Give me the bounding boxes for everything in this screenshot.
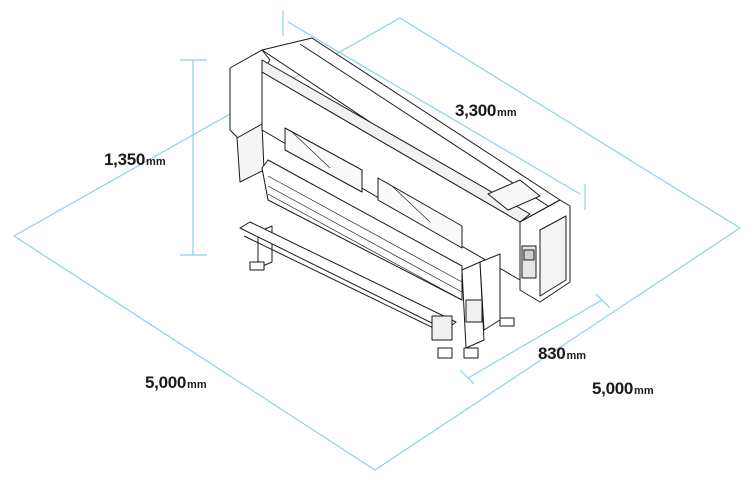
- area-left-dimension-label: 5,000mm: [145, 373, 207, 392]
- length-dimension-label: 3,300mm: [455, 101, 517, 120]
- take-up-bar: [239, 221, 457, 331]
- area-right-dimension-label: 5,000mm: [592, 379, 654, 398]
- right-foot: [437, 347, 453, 359]
- height-dimension-line: [180, 59, 207, 256]
- left-foot: [249, 261, 265, 271]
- length-dimension-line: [282, 10, 586, 210]
- printer-drawing: [229, 37, 571, 359]
- printer-window-right: [377, 177, 463, 249]
- height-dimension-label: 1,350mm: [104, 150, 166, 169]
- depth-dimension-line: [459, 293, 611, 385]
- depth-dimension-label: 830mm: [538, 344, 587, 363]
